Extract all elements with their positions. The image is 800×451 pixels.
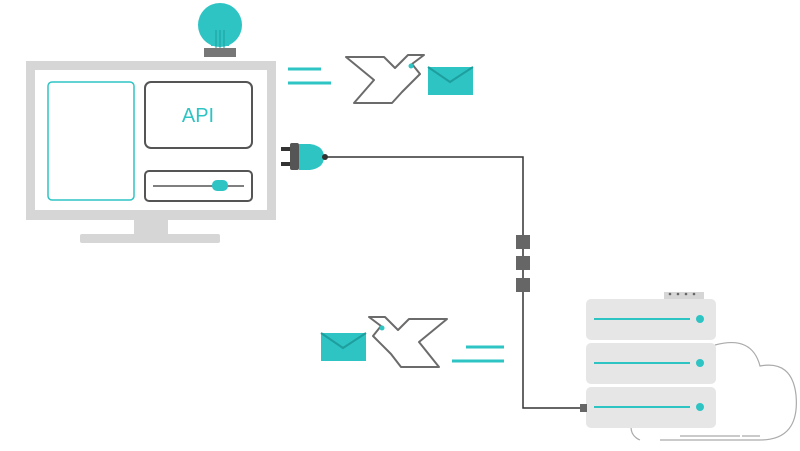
bird-icon <box>368 316 448 368</box>
cable-connector <box>516 278 530 292</box>
cable-connector <box>516 256 530 270</box>
server-port <box>580 404 587 412</box>
server-unit <box>586 343 716 384</box>
server-unit <box>586 299 716 340</box>
slider-thumb <box>212 180 228 191</box>
cable-line <box>322 154 584 409</box>
envelope-icon <box>320 332 367 361</box>
api-label: API <box>182 105 214 127</box>
monitor-side-panel <box>47 81 135 201</box>
server-stack-icon <box>580 292 716 428</box>
slider-box <box>144 170 253 202</box>
cloud-icon <box>630 341 797 441</box>
speed-lines <box>452 345 504 363</box>
lightbulb-icon <box>198 3 242 57</box>
monitor-icon: API <box>26 61 276 243</box>
bird-icon <box>345 54 425 104</box>
speed-lines <box>288 67 331 85</box>
server-unit <box>586 387 716 428</box>
plug-icon <box>281 143 324 170</box>
api-box <box>144 81 253 149</box>
envelope-icon <box>427 66 474 95</box>
cable-connector <box>516 235 530 249</box>
